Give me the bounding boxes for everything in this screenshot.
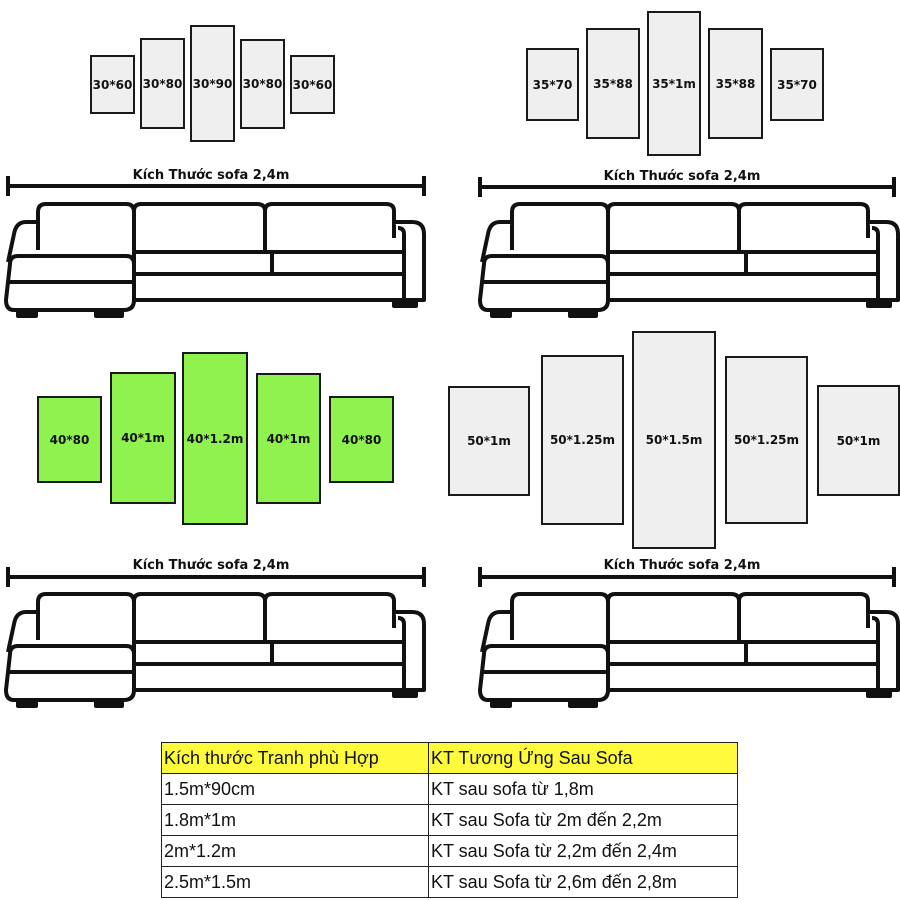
panel-size-label: 40*1.2m [186, 431, 244, 446]
art-panel: 30*60 [290, 55, 335, 114]
art-panel: 35*88 [708, 28, 763, 139]
panel-size-label: 40*1m [121, 431, 165, 445]
table-header-row: Kích thước Tranh phù Hợp KT Tương Ứng Sa… [161, 742, 738, 774]
panel-size-label: 40*1m [266, 431, 311, 446]
art-panel: 35*1m [647, 11, 701, 156]
size-reference-table: Kích thước Tranh phù Hợp KT Tương Ứng Sa… [161, 742, 738, 898]
panel-size-label: 50*1m [467, 434, 511, 448]
table-cell: 1.8m*1m [161, 804, 429, 836]
column-header: KT Tương Ứng Sau Sofa [428, 742, 738, 774]
table-cell: KT sau sofa từ 1,8m [428, 773, 738, 805]
sofa-width-label: Kích Thước sofa 2,4m [599, 169, 765, 184]
table-cell: KT sau Sofa từ 2,6m đến 2,8m [428, 866, 738, 898]
art-panel: 40*80 [37, 396, 102, 483]
panel-size-label: 30*90 [192, 76, 233, 91]
panel-size-label: 50*1m [836, 433, 881, 448]
table-row: 1.8m*1m KT sau Sofa từ 2m đến 2,2m [161, 804, 738, 836]
art-panel: 50*1m [448, 386, 530, 496]
art-panel: 30*80 [140, 38, 185, 129]
panel-size-label: 30*60 [292, 77, 333, 92]
table-row: 2.5m*1.5m KT sau Sofa từ 2,6m đến 2,8m [161, 866, 738, 898]
panel-size-label: 40*80 [341, 432, 382, 447]
layout-30cm: 30*60 30*80 30*90 30*80 30*60 Kích Thước… [0, 0, 450, 380]
sofa-width-line [6, 176, 426, 196]
art-panel: 40*80 [329, 396, 394, 483]
art-panel: 35*70 [526, 48, 579, 121]
table-row: 2m*1.2m KT sau Sofa từ 2,2m đến 2,4m [161, 835, 738, 867]
panel-size-label: 30*80 [142, 76, 183, 91]
sofa-width-label: Kích Thước sofa 2,4m [128, 168, 294, 183]
sofa-width-line [478, 177, 896, 197]
sofa-width-label: Kích Thước sofa 2,4m [128, 558, 294, 573]
panel-size-label: 35*70 [777, 77, 817, 92]
table-row: 1.5m*90cm KT sau sofa từ 1,8m [161, 773, 738, 805]
sofa-illustration [478, 592, 900, 708]
panel-size-label: 30*60 [92, 77, 133, 92]
table-cell: 2m*1.2m [161, 835, 429, 867]
art-panel: 30*80 [240, 39, 285, 129]
panel-size-label: 35*88 [715, 76, 756, 91]
panel-size-label: 40*80 [49, 432, 90, 447]
art-panel: 40*1m [256, 373, 321, 504]
panel-size-label: 50*1.25m [549, 433, 616, 447]
art-panel: 50*1.5m [632, 331, 716, 549]
sofa-illustration [4, 202, 426, 318]
table-cell: 1.5m*90cm [161, 773, 429, 805]
sofa-width-line [478, 567, 896, 587]
panel-size-label: 35*70 [532, 77, 573, 92]
sofa-width-label: Kích Thước sofa 2,4m [599, 558, 765, 573]
art-panel: 30*90 [190, 25, 235, 142]
panel-size-label: 50*1.25m [733, 433, 800, 447]
art-panel: 30*60 [90, 55, 135, 114]
panel-size-label: 35*1m [652, 76, 696, 91]
panel-size-label: 50*1.5m [645, 433, 703, 447]
art-panel: 35*70 [770, 48, 824, 121]
table-cell: KT sau Sofa từ 2m đến 2,2m [428, 804, 738, 836]
column-header: Kích thước Tranh phù Hợp [161, 742, 429, 774]
art-panel: 40*1.2m [182, 352, 248, 525]
art-panel: 50*1m [817, 385, 900, 496]
table-cell: 2.5m*1.5m [161, 866, 429, 898]
layout-40cm: 40*80 40*1m 40*1.2m 40*1m 40*80 Kích Thư… [0, 340, 450, 720]
sofa-width-line [6, 567, 426, 587]
layout-50cm: 50*1m 50*1.25m 50*1.5m 50*1.25m 50*1m Kí… [448, 331, 900, 720]
panel-size-label: 30*80 [242, 77, 283, 91]
art-panel: 50*1.25m [725, 356, 808, 524]
sofa-illustration [4, 592, 426, 708]
table-cell: KT sau Sofa từ 2,2m đến 2,4m [428, 835, 738, 867]
panel-size-label: 35*88 [593, 76, 633, 91]
layout-35cm: 35*70 35*88 35*1m 35*88 35*70 Kích Thước… [450, 0, 900, 380]
art-panel: 35*88 [586, 28, 640, 139]
art-panel: 40*1m [110, 372, 176, 504]
art-panel: 50*1.25m [541, 355, 624, 525]
sofa-illustration [478, 202, 900, 318]
